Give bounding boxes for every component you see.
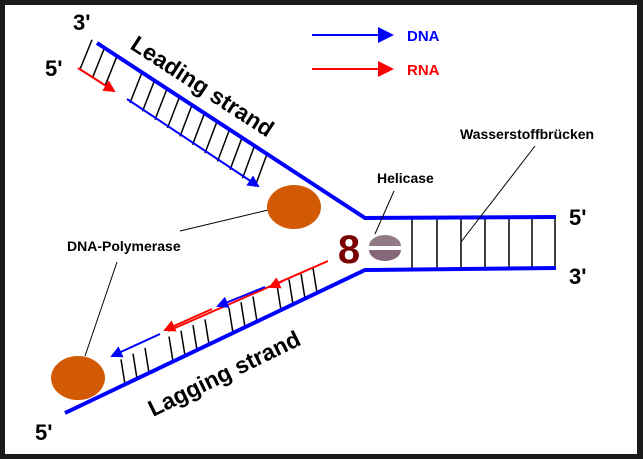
base-pair-rung [288, 279, 294, 305]
polymerase-pointer-line [84, 261, 118, 357]
label-3prime-top: 3' [73, 10, 90, 35]
base-pair-rung [192, 324, 198, 351]
lagging-rna-primer [167, 260, 329, 332]
polymerase-pointer-line [179, 209, 269, 232]
hydrogen-bonds-label: Wasserstoffbrücken [460, 126, 594, 142]
helicase-upper-half [369, 235, 401, 246]
legend-rna-label: RNA [407, 62, 440, 79]
label-5prime-leading: 5' [45, 56, 62, 81]
base-pair-rung [166, 96, 181, 129]
label-3prime-duplex: 3' [569, 264, 586, 289]
base-pair-rung [229, 137, 243, 171]
helicase-label: Helicase [377, 170, 434, 186]
base-pair-rung [240, 302, 246, 328]
leading-new-dna-strand [126, 98, 260, 188]
base-pair-rung [228, 307, 234, 334]
lagging-rna-primer-arrow [268, 277, 284, 289]
legend-dna-label: DNA [407, 28, 440, 45]
dna-polymerase-label: DNA-Polymerase [67, 238, 181, 254]
base-pair-rung [191, 112, 206, 145]
hydrogen-bond-pointer-line [460, 145, 536, 243]
base-pair-rung [129, 72, 143, 104]
base-pair-rung [276, 284, 282, 311]
base-pair-rungs [79, 39, 556, 385]
base-pair-rung [180, 330, 186, 356]
base-pair-rung [204, 319, 210, 345]
base-pair-rung [79, 39, 93, 70]
base-pair-rung [252, 296, 258, 322]
base-pair-rung [141, 80, 156, 112]
base-pair-rung [241, 145, 256, 179]
lagging-rna-primer [163, 308, 213, 332]
label-5prime-lagging: 5' [35, 420, 52, 445]
base-pair-rung [168, 336, 174, 362]
okazaki-fragment [216, 286, 266, 308]
base-pair-rung [300, 273, 306, 299]
dna-polymerase-lagging [51, 356, 105, 400]
leading-template-strand [95, 41, 557, 221]
dna-polymerase-leading [267, 185, 321, 229]
base-pair-rung [204, 121, 218, 154]
base-pair-rung [216, 129, 231, 162]
label-5prime-duplex: 5' [569, 205, 586, 230]
helicase-pointer-line [374, 190, 395, 235]
base-pair-rung [132, 353, 138, 379]
base-pair-rung [91, 47, 106, 78]
okazaki-fragment [110, 333, 161, 358]
lagging-template-strand [64, 266, 557, 415]
base-pair-rung [179, 104, 193, 137]
base-pair-rung [312, 267, 318, 294]
base-pair-rung [144, 347, 150, 374]
base-pair-rung [154, 88, 168, 120]
helicase-lower-half [369, 250, 401, 261]
helicase-dark-part: 8 [338, 228, 360, 272]
base-pair-rung [120, 359, 126, 385]
leading-rna-primer [77, 67, 116, 93]
